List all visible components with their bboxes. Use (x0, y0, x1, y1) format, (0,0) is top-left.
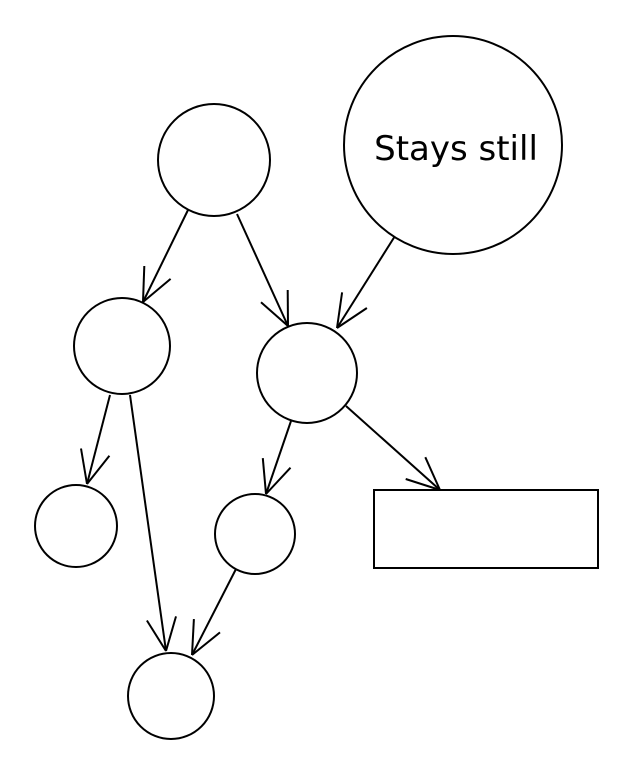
arrowhead-stroke (80, 448, 88, 485)
node-bottom-left (34, 484, 118, 568)
arrowhead-stroke (405, 478, 441, 491)
arrowhead-stroke (191, 631, 221, 656)
arrowhead-stroke (336, 292, 344, 329)
node-stays-still-label: Stays still (374, 129, 538, 169)
edge-layer (80, 209, 441, 656)
arrowhead-stroke (142, 265, 146, 303)
node-layer: Stays still (34, 35, 599, 740)
arrowhead-stroke (260, 301, 289, 327)
arrowhead-stroke (261, 458, 267, 495)
node-mid-center (256, 322, 358, 424)
node-box (373, 489, 599, 569)
edge-line (336, 235, 396, 329)
node-mid-left (73, 297, 171, 395)
node-stays-still (343, 35, 563, 255)
arrowhead-stroke (142, 278, 172, 303)
node-top (157, 103, 271, 217)
arrowhead-stroke (146, 619, 167, 652)
edge-bottom-center-to-sink (191, 568, 237, 656)
edge-line (86, 394, 111, 485)
arrowhead-stroke (336, 307, 368, 329)
arrowhead-stroke (424, 456, 441, 491)
edge-mid-center-to-box (345, 405, 441, 491)
edge-line (236, 213, 289, 327)
edge-line (191, 568, 237, 656)
edge-mid-left-to-bottom-left (80, 394, 111, 485)
arrowhead-stroke (191, 619, 195, 656)
edge-mid-center-to-bottom-center (261, 420, 292, 495)
arrowhead-stroke (165, 616, 177, 652)
edge-top-to-mid-center (236, 213, 289, 327)
node-bottom-center (214, 493, 296, 575)
edge-stays-to-mid-center (336, 235, 396, 329)
edge-line (142, 209, 189, 303)
arrowhead-stroke (86, 455, 111, 485)
edge-mid-left-to-sink (129, 394, 177, 652)
edge-top-to-mid-left (142, 209, 189, 303)
node-sink (127, 652, 215, 740)
edge-line (265, 420, 292, 495)
edge-line (345, 405, 441, 491)
arrowhead-stroke (265, 467, 292, 495)
edge-line (129, 394, 167, 652)
